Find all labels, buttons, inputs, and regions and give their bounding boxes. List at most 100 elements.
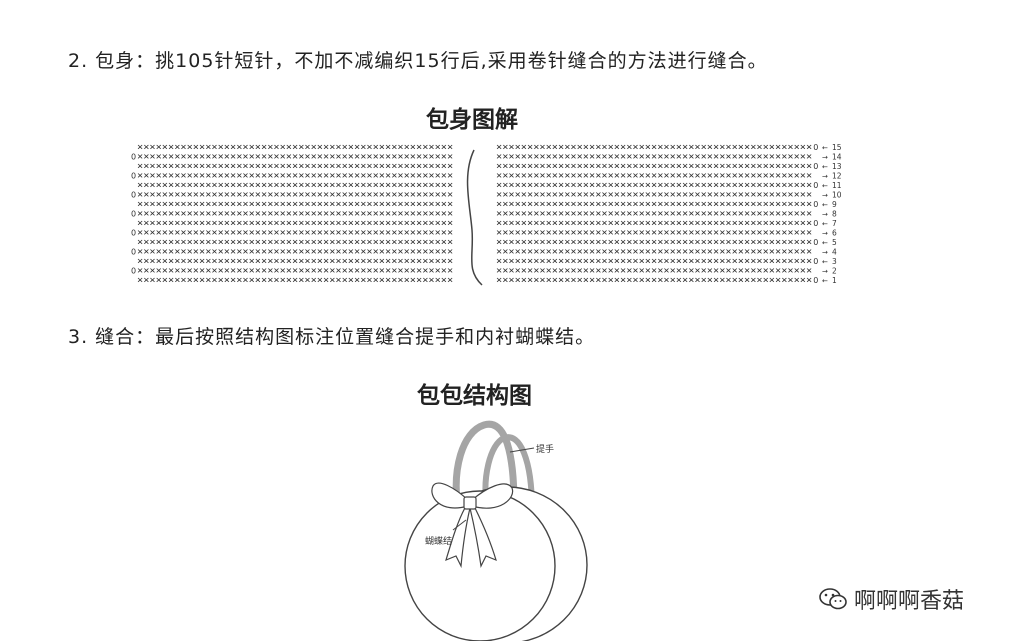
row-label: 11 [832, 181, 842, 190]
chart-left-block: ××××××××××××××××××××××××××××××××××××××××… [131, 142, 453, 286]
row-direction-arrow: → [822, 173, 828, 181]
chain-stitch: 0 [813, 162, 818, 171]
bow-tail-right [469, 505, 497, 568]
stitch-row: ××××××××××××××××××××××××××××××××××××××××… [496, 247, 812, 258]
handle-pointer [509, 447, 535, 453]
chain-stitch: 0 [813, 238, 818, 247]
row-direction-arrow: → [822, 268, 828, 276]
stitch-row: ××××××××××××××××××××××××××××××××××××××××… [137, 209, 453, 220]
row-direction-arrow: ← [822, 220, 828, 228]
chart-break-line [466, 149, 483, 286]
stitch-row: ××××××××××××××××××××××××××××××××××××××××… [137, 180, 453, 191]
row-direction-arrow: → [822, 192, 828, 200]
row-direction-arrow: ← [822, 239, 828, 247]
row-label: 15 [832, 143, 842, 152]
stitch-row: ××××××××××××××××××××××××××××××××××××××××… [496, 152, 812, 163]
chain-stitch: 0 [131, 153, 136, 162]
chain-stitch: 0 [813, 257, 818, 266]
stitch-row: ××××××××××××××××××××××××××××××××××××××××… [496, 218, 812, 229]
stitch-row: ××××××××××××××××××××××××××××××××××××××××… [496, 275, 812, 286]
row-direction-arrow: ← [822, 163, 828, 171]
stitch-row: ××××××××××××××××××××××××××××××××××××××××… [496, 171, 812, 182]
row-labels: ← 15 → 14 ← 13 → 12 ← 11 → 10 ← 9 → 8 ← 7 → 6 ← 5 → 4 ← 3 → 2 ← 1 [822, 143, 842, 285]
chain-stitch: 0 [131, 229, 136, 238]
row-label: 8 [832, 210, 837, 219]
bow-label: 蝴蝶结 [425, 537, 453, 547]
bow [431, 482, 514, 569]
stitch-row: ××××××××××××××××××××××××××××××××××××××××… [496, 190, 812, 201]
chain-stitch: 0 [813, 219, 818, 228]
stitch-row: ××××××××××××××××××××××××××××××××××××××××… [137, 237, 453, 248]
row-direction-arrow: ← [822, 201, 828, 209]
row-label: 12 [832, 172, 842, 181]
stitch-row: ××××××××××××××××××××××××××××××××××××××××… [496, 209, 812, 220]
chain-stitch: 0 [813, 143, 818, 152]
instruction-step-3: 3. 缝合：最后按照结构图标注位置缝合提手和内衬蝴蝶结。 [68, 326, 596, 348]
chain-stitch: 0 [131, 267, 136, 276]
row-label: 3 [832, 257, 837, 266]
stitch-row: ××××××××××××××××××××××××××××××××××××××××… [496, 266, 812, 277]
stitch-row: ××××××××××××××××××××××××××××××××××××××××… [496, 180, 812, 191]
chain-stitch: 0 [813, 276, 818, 285]
row-label: 6 [832, 229, 837, 238]
row-label: 1 [832, 276, 837, 285]
instruction-step-2: 2. 包身：挑105针短针，不加不减编织15行后,采用卷针缝合的方法进行缝合。 [68, 50, 768, 72]
chain-stitch: 0 [813, 200, 818, 209]
row-label: 7 [832, 219, 837, 228]
row-label: 4 [832, 248, 837, 257]
bow-loop-left [431, 482, 469, 509]
stitch-row: ××××××××××××××××××××××××××××××××××××××××… [137, 275, 453, 286]
chain-stitch: 0 [131, 191, 136, 200]
bag-front-panel [404, 490, 556, 641]
stitch-row: ××××××××××××××××××××××××××××××××××××××××… [137, 171, 453, 182]
chain-stitch: 0 [813, 181, 818, 190]
stitch-row: ××××××××××××××××××××××××××××××××××××××××… [137, 247, 453, 258]
chain-stitch: 0 [131, 172, 136, 181]
row-label: 5 [832, 238, 837, 247]
stitch-row: ××××××××××××××××××××××××××××××××××××××××… [137, 256, 453, 267]
chart-right-block: ××××××××××××××××××××××××××××××××××××××××… [496, 142, 818, 286]
bow-knot [463, 496, 477, 510]
stitch-row: ××××××××××××××××××××××××××××××××××××××××… [496, 256, 812, 267]
watermark: 啊啊啊香菇 [818, 583, 964, 615]
wechat-icon [819, 588, 847, 610]
row-direction-arrow: ← [822, 144, 828, 152]
stitch-row: ××××××××××××××××××××××××××××××××××××××××… [137, 218, 453, 229]
row-direction-arrow: ← [822, 277, 828, 285]
stitch-row: ××××××××××××××××××××××××××××××××××××××××… [137, 228, 453, 239]
body-chart-title: 包身图解 [426, 107, 518, 133]
chain-stitch: 0 [131, 248, 136, 257]
stitch-row: ××××××××××××××××××××××××××××××××××××××××… [137, 190, 453, 201]
stitch-row: ××××××××××××××××××××××××××××××××××××××××… [137, 266, 453, 277]
stitch-row: ××××××××××××××××××××××××××××××××××××××××… [137, 199, 453, 210]
row-label: 14 [832, 153, 842, 162]
row-direction-arrow: → [822, 249, 828, 257]
stitch-row: ××××××××××××××××××××××××××××××××××××××××… [496, 237, 812, 248]
crochet-body-chart: ××××××××××××××××××××××××××××××××××××××××… [131, 142, 842, 286]
watermark-text: 啊啊啊香菇 [854, 589, 965, 614]
row-direction-arrow: → [822, 154, 828, 162]
bag-handle-inner [482, 434, 535, 511]
row-label: 10 [832, 191, 842, 200]
stitch-row: ××××××××××××××××××××××××××××××××××××××××… [137, 142, 453, 153]
handle-label: 提手 [536, 445, 555, 455]
stitch-row: ××××××××××××××××××××××××××××××××××××××××… [496, 228, 812, 239]
stitch-row: ××××××××××××××××××××××××××××××××××××××××… [496, 161, 812, 172]
bow-loop-right [471, 483, 514, 509]
bag-diagram-title: 包包结构图 [417, 383, 532, 409]
bow-pointer [452, 519, 467, 531]
row-direction-arrow: → [822, 211, 828, 219]
chain-stitch: 0 [131, 210, 136, 219]
row-label: 2 [832, 267, 837, 276]
stitch-row: ××××××××××××××××××××××××××××××××××××××××… [496, 142, 812, 153]
row-direction-arrow: ← [822, 258, 828, 266]
stitch-row: ××××××××××××××××××××××××××××××××××××××××… [137, 152, 453, 163]
bag-handle [452, 420, 518, 509]
row-label: 9 [832, 200, 837, 209]
row-label: 13 [832, 162, 842, 171]
stitch-row: ××××××××××××××××××××××××××××××××××××××××… [137, 161, 453, 172]
row-direction-arrow: → [822, 230, 828, 238]
stitch-row: ××××××××××××××××××××××××××××××××××××××××… [496, 199, 812, 210]
row-direction-arrow: ← [822, 182, 828, 190]
